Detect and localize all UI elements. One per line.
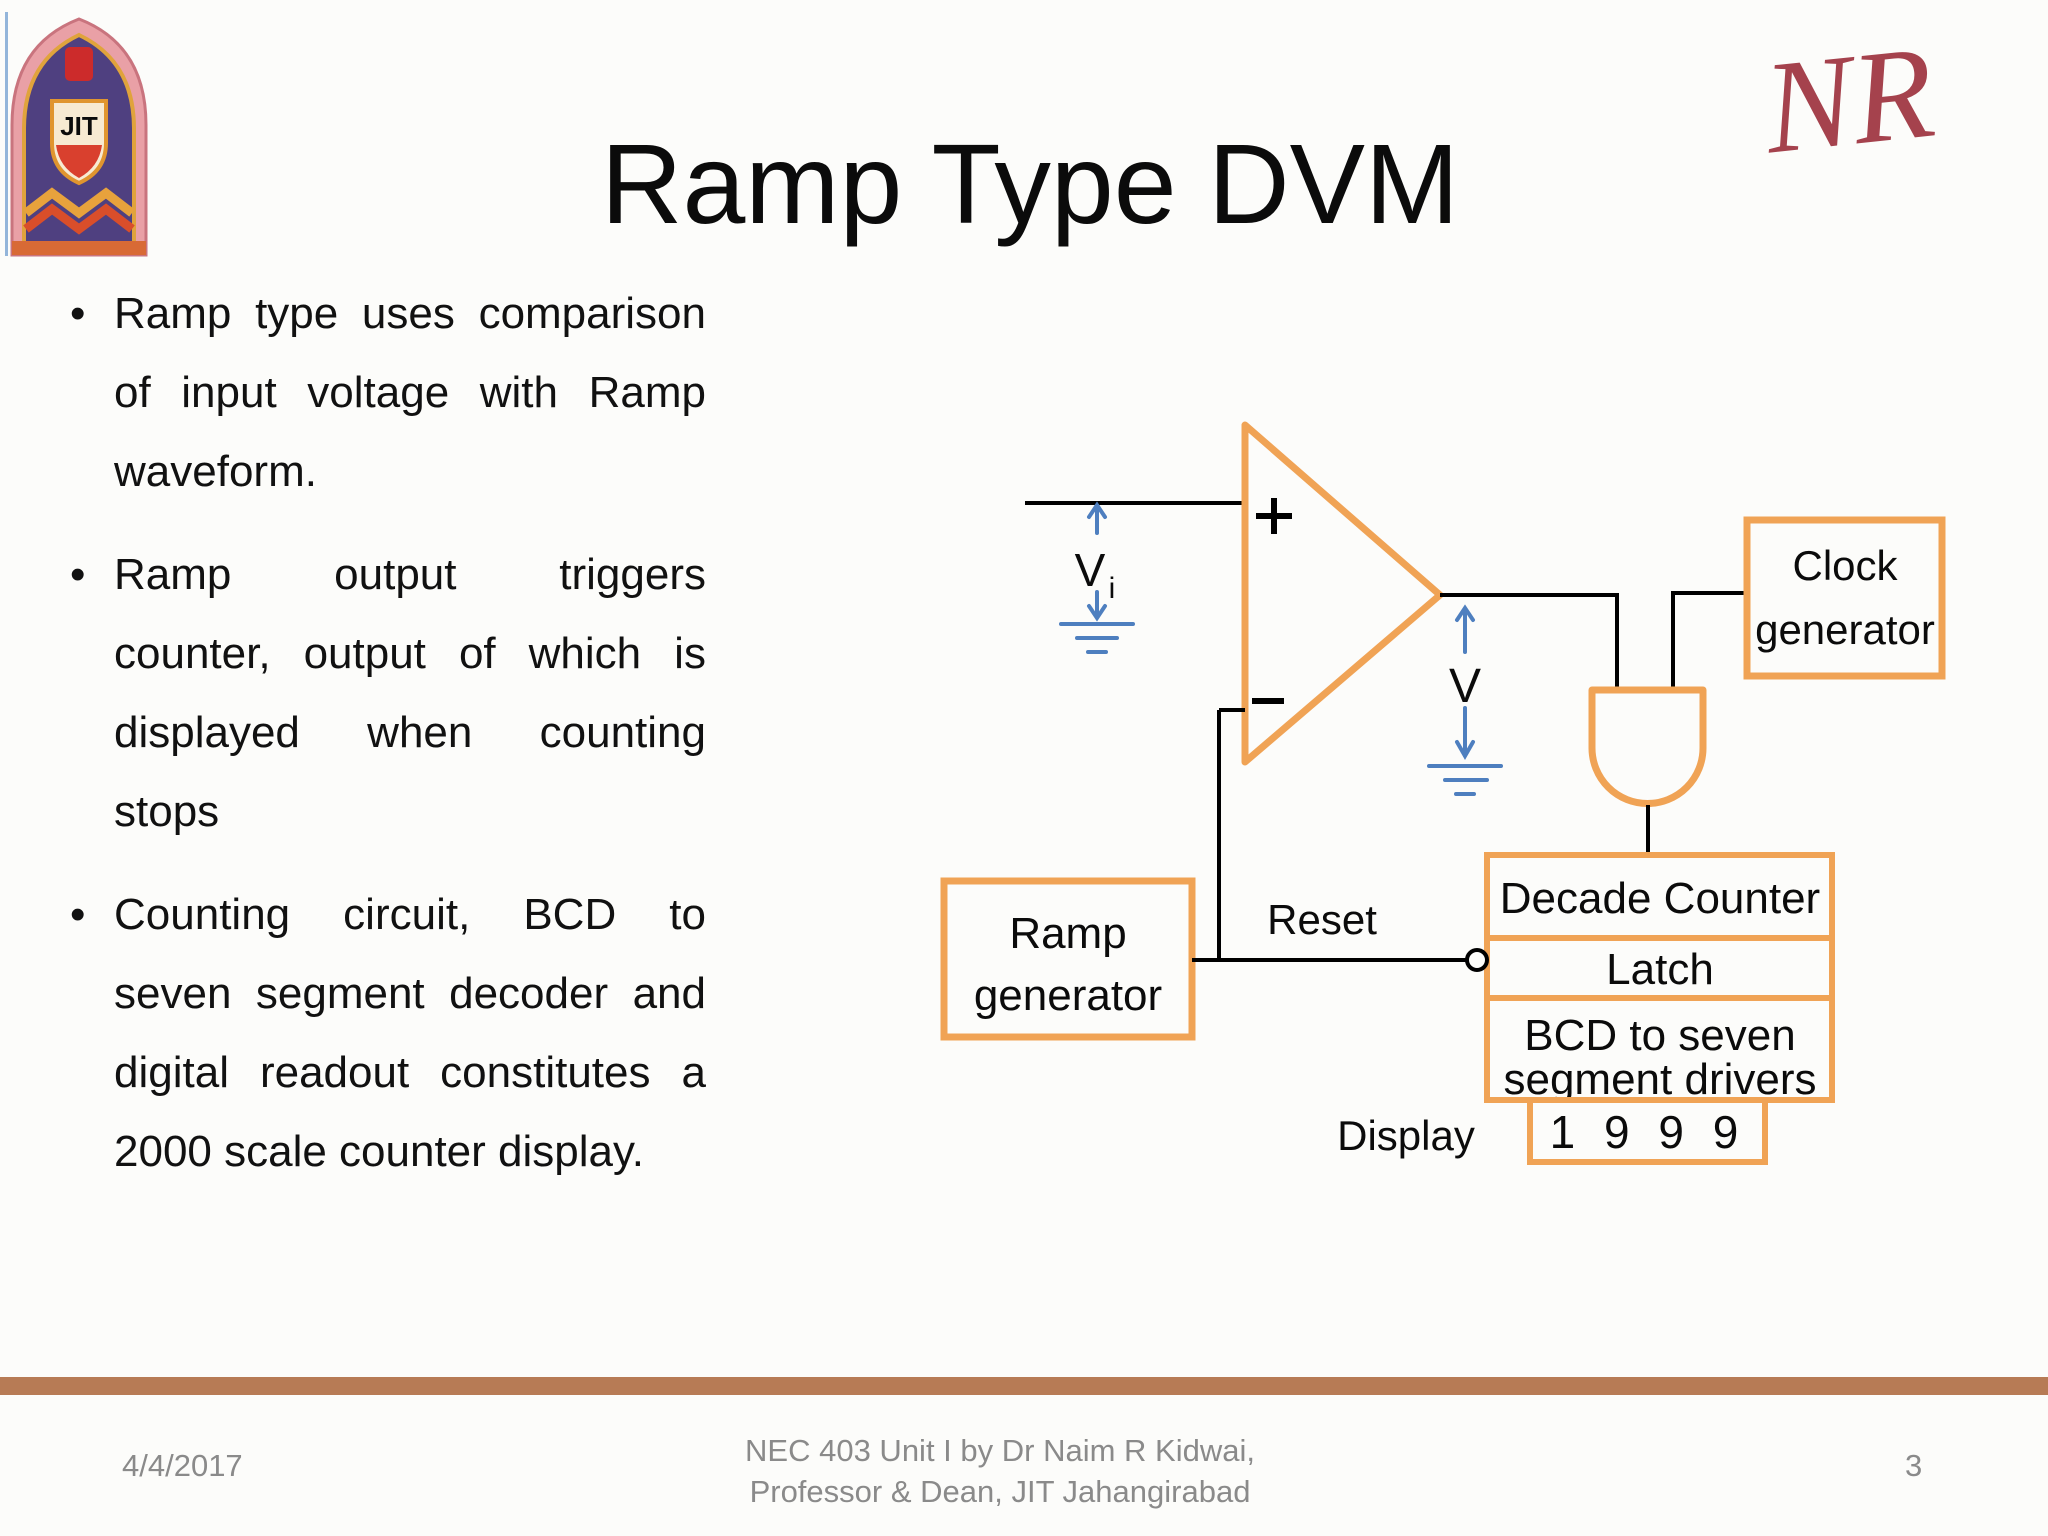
vi-subscript: i: [1109, 572, 1116, 605]
page-title: Ramp Type DVM: [600, 121, 1460, 247]
bullet-word: circuit,: [343, 890, 471, 939]
bullet-word: readout: [259, 1048, 410, 1097]
vi-arrow-ground-group: [1059, 501, 1135, 654]
bullet-word: constitutes: [440, 1048, 651, 1097]
bullet-line: displayed when counting: [114, 693, 706, 772]
vi-up-arrowhead: [1087, 501, 1107, 519]
bullet-word: triggers: [559, 550, 706, 599]
bullet-word: counter,: [114, 629, 271, 678]
bullet-dot: •: [70, 550, 86, 599]
bullet-line: waveform.: [114, 447, 317, 496]
decade-counter-label: Decade Counter: [1500, 874, 1820, 923]
comparator-output-wire: [1440, 593, 1619, 690]
jit-crest-logo: JIT: [10, 17, 148, 257]
bullet-word: input: [181, 368, 277, 417]
bullet-word: output: [303, 629, 426, 678]
footer-course-info: NEC 403 Unit I by Dr Naim R Kidwai, Prof…: [480, 1430, 1520, 1512]
bullet-word: Ramp: [114, 289, 232, 338]
bcd-label-line1: BCD to seven: [1524, 1011, 1795, 1060]
bullet-word: of: [458, 629, 496, 678]
latch-label: Latch: [1606, 945, 1714, 994]
reset-label: Reset: [1267, 896, 1377, 943]
ramp-generator-label-line1: Ramp: [1009, 909, 1126, 958]
bullet-word: segment: [255, 969, 425, 1018]
crest-chevron-red: [23, 203, 135, 235]
clock-generator-label-line2: generator: [1755, 606, 1935, 653]
crest-chevron-gold: [23, 187, 135, 219]
v-label: V: [1449, 660, 1481, 713]
bullet-word: when: [367, 708, 473, 757]
bullet-word: Ramp: [588, 368, 706, 417]
bullet-line: seven segment decoder and: [114, 954, 706, 1033]
bullet-word: comparison: [478, 289, 706, 338]
bullet-word: to: [669, 890, 706, 939]
bullet-word: BCD: [523, 890, 617, 939]
bullet-word: Ramp: [114, 550, 232, 599]
footer-date: 4/4/2017: [122, 1448, 243, 1483]
bullet-item: • Counting circuit, BCD to seven segment decode…: [58, 875, 706, 1191]
bullet-line: Counting circuit, BCD to: [114, 875, 706, 954]
display-readout-value: 1 9 9 9: [1550, 1106, 1747, 1158]
bullet-word: which: [528, 629, 642, 678]
bullet-word: displayed: [114, 708, 300, 757]
reset-inverter-bubble: [1465, 948, 1489, 972]
bullet-word: output: [334, 550, 457, 599]
bcd-label-line2: segment drivers: [1503, 1055, 1816, 1104]
v-arrow-ground-group: [1427, 604, 1503, 796]
bullet-dot: •: [70, 890, 86, 939]
clock-generator-box: [1743, 516, 1946, 680]
v-up-arrowhead: [1455, 604, 1475, 622]
footer-course-line1: NEC 403 Unit I by Dr Naim R Kidwai,: [745, 1433, 1255, 1468]
bullet-word: of: [114, 368, 151, 417]
bullet-word: seven: [114, 969, 232, 1018]
crest-lamp: [65, 47, 93, 81]
and-gate: [1588, 686, 1707, 807]
display-readout-box: [1527, 1097, 1768, 1165]
bullet-word: uses: [361, 289, 455, 338]
ramp-generator-label-line2: generator: [974, 971, 1162, 1020]
bullet-word: type: [255, 289, 339, 338]
bullet-word: a: [681, 1048, 706, 1097]
display-label: Display: [1337, 1112, 1475, 1159]
v-down-arrowhead: [1455, 740, 1475, 761]
footer-page-number: 3: [1905, 1448, 1923, 1483]
bullet-word: with: [479, 368, 558, 417]
bullet-line: Ramp type uses comparison: [114, 274, 706, 353]
clock-to-gate-wire: [1671, 591, 1747, 690]
bullet-word: voltage: [307, 368, 450, 417]
crest-bottom-band: [12, 241, 146, 255]
bullet-line: stops: [114, 787, 220, 836]
bullet-word: Counting: [114, 890, 291, 939]
footer-course-line2: Professor & Dean, JIT Jahangirabad: [749, 1474, 1251, 1509]
footer-accent-bar: [0, 1377, 2048, 1395]
bullet-line: 2000 scale counter display.: [114, 1127, 644, 1176]
vi-label: V: [1075, 544, 1106, 596]
bullet-word: counting: [539, 708, 706, 757]
comparator-opamp: [1241, 421, 1444, 766]
bullet-word: and: [632, 969, 706, 1018]
bullet-dot: •: [70, 289, 86, 338]
plus-sign-icon: [1256, 498, 1292, 534]
bullet-word: decoder: [449, 969, 609, 1018]
slide-edge-accent-line: [5, 12, 8, 256]
vi-down-arrowhead: [1087, 604, 1107, 622]
clock-generator-label-line1: Clock: [1792, 542, 1898, 589]
bullet-word: is: [674, 629, 706, 678]
bullet-line: Ramp output triggers: [114, 535, 706, 614]
bullet-word: digital: [114, 1048, 229, 1097]
bullet-line: digital readout constitutes a: [114, 1033, 706, 1112]
crest-shield-base: [56, 145, 102, 178]
crest-jit-text: JIT: [60, 111, 98, 141]
